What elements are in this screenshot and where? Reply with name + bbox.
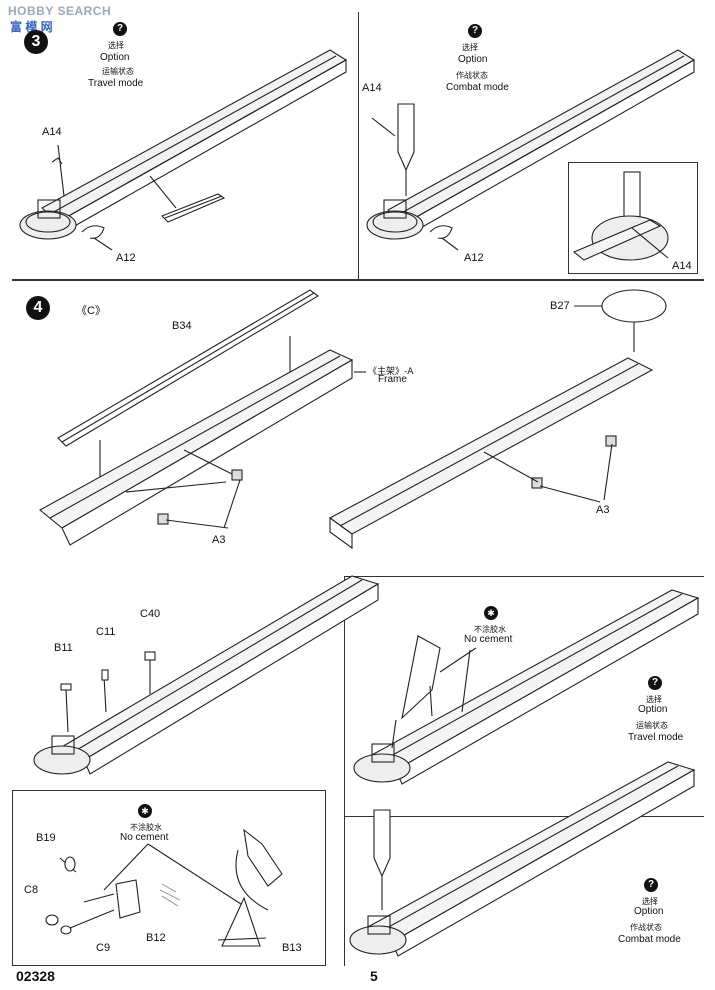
option-icon: ?	[648, 676, 662, 690]
product-code: 02328	[16, 968, 55, 984]
mode-cn-label: 运输状态	[636, 721, 668, 730]
sub-assembly-label: 《C》	[76, 305, 106, 317]
no-cement-cn-label: 不涂胶水	[130, 823, 162, 832]
part-label-b13: B13	[282, 942, 302, 954]
step-3-badge: 3	[24, 30, 48, 54]
part-label-b12: B12	[146, 932, 166, 944]
option-en-label: Option	[638, 704, 668, 715]
mode-en-label: Travel mode	[628, 732, 684, 743]
option-cn-label: 选择	[108, 41, 124, 50]
option-icon: ?	[113, 22, 127, 36]
option-en-label: Option	[100, 52, 130, 63]
mode-cn-label: 作战状态	[456, 71, 488, 80]
part-label-a12: A12	[464, 252, 484, 264]
part-label-a14: A14	[42, 126, 62, 138]
option-icon: ?	[644, 878, 658, 892]
part-label-a3: A3	[596, 504, 610, 516]
part-label-b11: B11	[54, 642, 73, 654]
panel-step3-inset	[568, 162, 698, 274]
option-en-label: Option	[634, 906, 664, 917]
mode-cn-label: 作战状态	[630, 923, 662, 932]
frame-en-label: Frame	[378, 374, 407, 385]
part-label-b34: B34	[172, 320, 192, 332]
part-label-a12: A12	[116, 252, 136, 264]
part-label-c9: C9	[96, 942, 111, 954]
step-4-badge: 4	[26, 296, 50, 320]
no-cement-cn-label: 不涂胶水	[474, 625, 506, 634]
part-label-c8: C8	[24, 884, 39, 896]
watermark-cn: 富 模 网	[10, 20, 53, 34]
panel-step3-right	[358, 12, 704, 280]
part-label-b19: B19	[36, 832, 56, 844]
option-en-label: Option	[458, 54, 488, 65]
panel-subassembly	[12, 790, 326, 966]
part-label-c11: C11	[96, 626, 116, 638]
page-number: 5	[370, 968, 378, 984]
part-label-c40: C40	[140, 608, 161, 620]
option-cn-label: 选择	[646, 695, 662, 704]
option-cn-label: 选择	[642, 897, 658, 906]
panel-combat-mode	[344, 816, 704, 966]
option-cn-label: 选择	[462, 43, 478, 52]
no-cement-icon: ✱	[484, 606, 498, 620]
option-icon: ?	[468, 24, 482, 38]
panel-travel-mode	[344, 576, 704, 816]
mode-en-label: Combat mode	[618, 934, 681, 945]
part-label-a3: A3	[212, 534, 226, 546]
mode-cn-label: 运输状态	[102, 67, 134, 76]
watermark-brand: HOBBY SEARCH	[8, 4, 112, 18]
no-cement-en-label: No cement	[464, 634, 513, 645]
no-cement-icon: ✱	[138, 804, 152, 818]
frame-cn-label: 《主架》-A	[368, 367, 414, 377]
part-label-a14: A14	[362, 82, 382, 94]
part-label-b27: B27	[550, 300, 570, 312]
mode-en-label: Combat mode	[446, 82, 509, 93]
mode-en-label: Travel mode	[88, 78, 144, 89]
no-cement-en-label: No cement	[120, 832, 169, 843]
panel-step4	[12, 280, 704, 966]
inset-part-label-a14: A14	[672, 260, 692, 272]
